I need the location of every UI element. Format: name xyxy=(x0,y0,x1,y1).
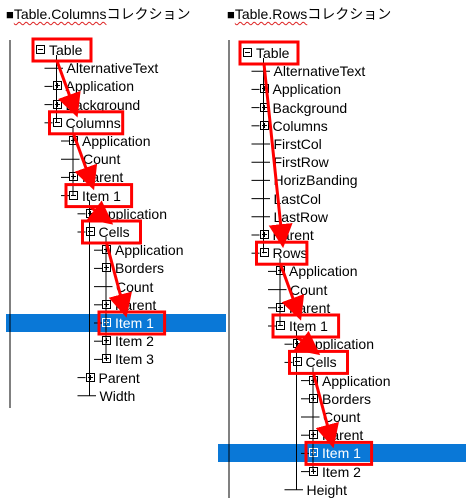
left-heading-suffix: コレクション xyxy=(106,6,191,22)
tree-node-label: Count xyxy=(323,409,361,425)
right-heading-suffix: コレクション xyxy=(307,6,392,22)
left-heading-object: Table.Columns xyxy=(13,6,107,22)
expand-plus-icon[interactable] xyxy=(102,354,111,364)
expand-plus-icon[interactable] xyxy=(102,336,111,346)
right-heading: ■Table.Rowsコレクション xyxy=(227,4,391,24)
tree-node-label: Application xyxy=(115,242,184,259)
tree-node-label: Background xyxy=(65,96,141,113)
tree-node-label: Width xyxy=(99,387,136,404)
tree-node-label: Item 2 xyxy=(322,463,361,480)
tree-node-label: Columns xyxy=(272,117,328,134)
tree-node-label: Cells xyxy=(305,354,337,371)
tree-node-label: Item 1 xyxy=(322,445,361,462)
expand-plus-icon[interactable] xyxy=(309,448,318,458)
collapse-minus-icon[interactable] xyxy=(259,248,269,258)
tree-node-label: LastRow xyxy=(273,208,328,225)
tree-node-label: Item 2 xyxy=(115,333,154,350)
heading-square-icon: ■ xyxy=(6,7,14,22)
tree-node-label: Borders xyxy=(322,390,372,407)
tree-node-label: AlternativeText xyxy=(273,63,366,80)
tree-node-label: Background xyxy=(272,99,348,116)
collapse-minus-icon[interactable] xyxy=(276,321,285,330)
expand-plus-icon[interactable] xyxy=(259,230,269,239)
tree-node-label: Item 3 xyxy=(115,351,154,368)
expand-plus-icon[interactable] xyxy=(309,430,318,440)
tree-node-label: Parent xyxy=(98,369,140,386)
expand-plus-icon[interactable] xyxy=(292,339,302,349)
tree-node-label: Application xyxy=(272,81,342,98)
tree-node-label: Application xyxy=(322,372,391,389)
expand-plus-icon[interactable] xyxy=(309,466,318,476)
tree-node-label: HorizBanding xyxy=(273,172,358,189)
expand-plus-icon[interactable] xyxy=(259,120,269,130)
tree-node-label: FirstCol xyxy=(273,136,322,152)
collapse-minus-icon[interactable] xyxy=(292,357,302,367)
tree-node-label: Rows xyxy=(272,245,308,262)
collapse-minus-icon[interactable] xyxy=(243,48,252,57)
tree-node-label: Application xyxy=(305,336,375,353)
tree-node-label: Item 1 xyxy=(289,318,328,334)
tree-node-label: Parent xyxy=(289,299,331,316)
expand-plus-icon[interactable] xyxy=(276,302,285,312)
tree-node-label: Application xyxy=(289,263,358,280)
tree-node-label: Application xyxy=(98,205,168,222)
expand-plus-icon[interactable] xyxy=(85,372,95,382)
tree-node-label: Height xyxy=(306,481,347,498)
tree-node-label: Count xyxy=(290,281,328,298)
tree-node-label: FirstRow xyxy=(273,154,329,171)
expand-plus-icon[interactable] xyxy=(276,266,285,276)
tree-node-label: Parent xyxy=(272,227,314,243)
tree-node-label: Application xyxy=(65,78,135,95)
expand-plus-icon[interactable] xyxy=(309,375,318,385)
heading-square-icon: ■ xyxy=(227,7,235,22)
expand-plus-icon[interactable] xyxy=(309,393,318,403)
tree-node-label: Application xyxy=(82,133,151,149)
right-heading-object: Table.Rows xyxy=(234,6,308,22)
tree-node-label: Parent xyxy=(322,427,364,444)
tree-node-label: LastCol xyxy=(273,190,321,207)
expand-plus-icon[interactable] xyxy=(259,84,269,94)
expand-plus-icon[interactable] xyxy=(259,102,269,112)
tree-node-label: Borders xyxy=(115,260,165,277)
tree-node-label: AlternativeText xyxy=(66,60,159,77)
tree-node-label: Table xyxy=(256,45,290,61)
left-heading: ■Table.Columnsコレクション xyxy=(6,4,190,24)
